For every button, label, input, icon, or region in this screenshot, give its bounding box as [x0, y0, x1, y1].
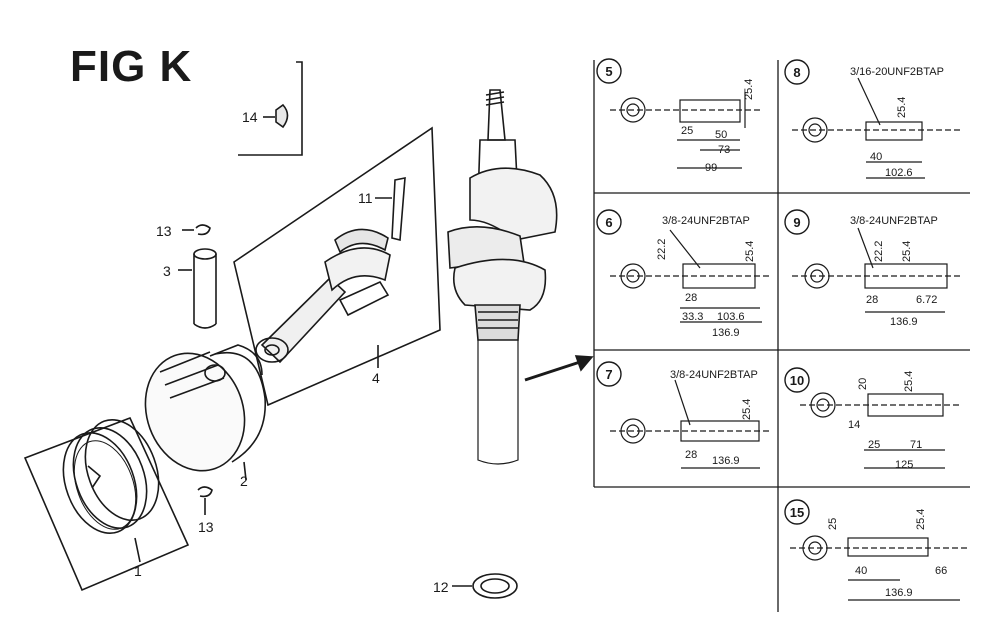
washer — [452, 573, 518, 599]
piston — [144, 344, 266, 481]
callout-clip-bottom: 13 — [198, 519, 214, 535]
variant-id-9: 9 — [793, 215, 800, 230]
callout-labels: 14 13 3 11 4 2 13 1 12 — [134, 109, 449, 595]
dim-8-a: 40 — [870, 151, 882, 163]
dim-10-b: 25 — [868, 439, 880, 451]
variant-arrow — [524, 355, 594, 382]
dim-5-b: 50 — [715, 129, 727, 141]
dim-6-a: 28 — [685, 292, 697, 304]
dim-5-c: 73 — [718, 144, 730, 156]
crankshaft — [447, 89, 558, 465]
dim-9-dia-b: 25.4 — [901, 241, 913, 262]
key-panel — [238, 61, 303, 156]
shaft-end-sketches — [610, 77, 968, 601]
dim-7-b: 136.9 — [712, 455, 740, 467]
variant-id-5: 5 — [605, 64, 612, 79]
connecting-rod-group — [233, 126, 441, 407]
dim-5-dia: 25.4 — [743, 79, 755, 100]
dimension-labels: 25.4 25 50 73 99 25.4 40 102.6 22.2 25.4… — [656, 79, 947, 599]
variant-ids: 5 8 6 9 7 10 15 — [605, 64, 804, 520]
dim-6-dia-a: 22.2 — [656, 239, 668, 260]
callout-washer: 12 — [433, 579, 449, 595]
dim-6-dia-b: 25.4 — [744, 241, 756, 262]
dim-10-a: 14 — [848, 419, 860, 431]
thread-spec-6: 3/8-24UNF2BTAP — [662, 215, 750, 227]
dim-5-d: 99 — [705, 162, 717, 174]
callout-piston-pin: 3 — [163, 263, 171, 279]
dim-10-dia-b: 25.4 — [903, 371, 915, 392]
thread-spec-9: 3/8-24UNF2BTAP — [850, 215, 938, 227]
dim-15-dia-b: 25.4 — [915, 509, 927, 530]
thread-spec-7: 3/8-24UNF2BTAP — [670, 369, 758, 381]
dim-6-c: 103.6 — [717, 311, 745, 323]
piston-pin — [178, 248, 217, 329]
dim-15-c: 136.9 — [885, 587, 913, 599]
callout-clip-top: 13 — [156, 223, 172, 239]
variant-grid — [593, 60, 970, 612]
dim-9-b: 6.72 — [916, 294, 937, 306]
dim-15-a: 40 — [855, 565, 867, 577]
clip-bottom — [197, 486, 213, 515]
piston-rings-group — [23, 416, 190, 592]
dim-10-c: 71 — [910, 439, 922, 451]
dim-9-a: 28 — [866, 294, 878, 306]
callout-piston: 2 — [240, 473, 248, 489]
variant-id-8: 8 — [793, 65, 800, 80]
callout-rod-bolt: 11 — [358, 190, 373, 206]
dim-7-dia: 25.4 — [741, 399, 753, 420]
variant-id-6: 6 — [605, 215, 612, 230]
dim-10-dia-a: 20 — [857, 378, 869, 390]
dim-10-d: 125 — [895, 459, 913, 471]
dim-8-dia: 25.4 — [896, 97, 908, 118]
clip-top — [182, 224, 211, 236]
variant-circles — [596, 58, 810, 525]
dim-9-dia-a: 22.2 — [873, 241, 885, 262]
dim-15-dia-a: 25 — [827, 518, 839, 530]
dim-5-a: 25 — [681, 125, 693, 137]
variant-id-7: 7 — [605, 367, 612, 382]
dim-8-b: 102.6 — [885, 167, 913, 179]
dim-9-c: 136.9 — [890, 316, 918, 328]
thread-specs: 3/16-20UNF2BTAP 3/8-24UNF2BTAP 3/8-24UNF… — [662, 66, 944, 381]
callout-key: 14 — [242, 109, 258, 125]
callout-piston-rings: 1 — [134, 563, 142, 579]
dim-6-d: 136.9 — [712, 327, 740, 339]
dim-15-b: 66 — [935, 565, 947, 577]
figure-title: FIG K — [70, 42, 193, 91]
variant-id-10: 10 — [790, 373, 804, 388]
thread-spec-8: 3/16-20UNF2BTAP — [850, 66, 944, 78]
dim-7-a: 28 — [685, 449, 697, 461]
variant-id-15: 15 — [790, 505, 804, 520]
dim-6-b: 33.3 — [682, 311, 703, 323]
callout-connecting-rod: 4 — [372, 370, 380, 386]
